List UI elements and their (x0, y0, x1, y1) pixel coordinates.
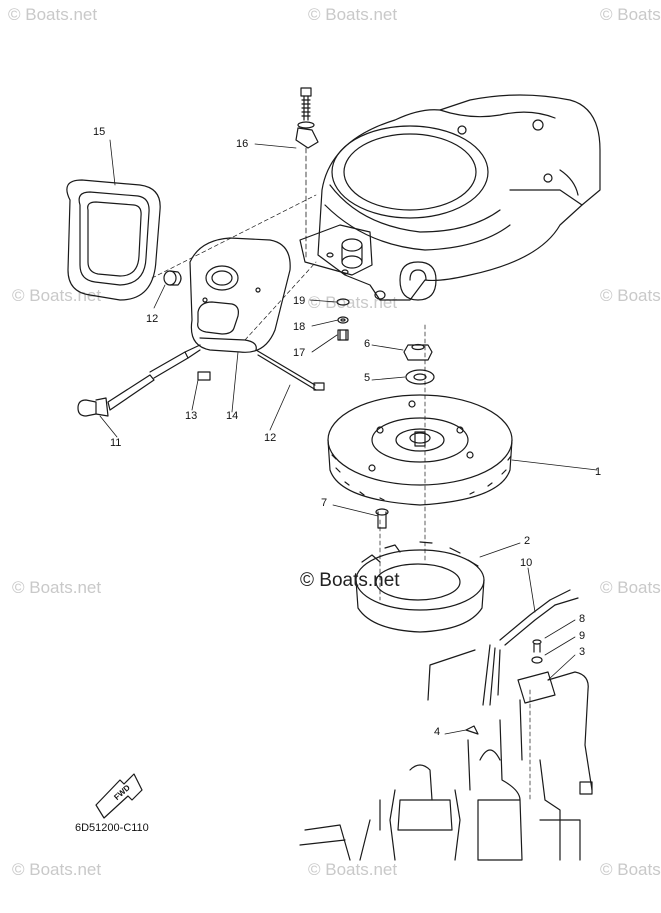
callout-8: 8 (579, 613, 586, 625)
watermark-bottom-center: © Boats.net (308, 860, 398, 879)
stop-switch-11 (77, 344, 201, 417)
watermark-bottom-left: © Boats.net (12, 860, 102, 879)
leader-lines (99, 139, 598, 735)
callout-17: 17 (293, 347, 306, 359)
watermark-mid-right: © Boats.net (600, 286, 661, 305)
alignment-lines (151, 194, 531, 801)
ring-15 (66, 179, 161, 301)
callout-4: 4 (434, 726, 441, 738)
callout-1: 1 (595, 466, 602, 478)
center-watermark: © Boats.net (300, 570, 400, 591)
fwd-arrow (95, 773, 143, 819)
cover-14 (189, 237, 291, 353)
watermark-top-right: © Boats.net (600, 5, 661, 24)
flywheel-1 (327, 394, 513, 506)
callout-14: 14 (226, 410, 239, 422)
bolt-16 (295, 87, 319, 261)
callout-12-lead: 12 (264, 432, 277, 444)
clip-13 (197, 371, 211, 381)
bolt-7 (375, 508, 389, 529)
lead-wire-10 (427, 589, 579, 706)
watermark-top-center: © Boats.net (308, 5, 398, 24)
callout-15: 15 (93, 126, 106, 138)
washer-5 (405, 369, 435, 385)
lead-wire-12 (255, 349, 325, 391)
diagram-code: 6D51200-C110 (75, 822, 149, 834)
watermark-low-right: © Boats.net (600, 578, 661, 597)
callout-2: 2 (524, 535, 531, 547)
callout-18: 18 (293, 321, 306, 333)
callout-13: 13 (185, 410, 198, 422)
callout-12-grommet: 12 (146, 313, 159, 325)
callout-11: 11 (110, 437, 122, 449)
pulser-coil-3 (517, 639, 593, 795)
watermark-bottom-right: © Boats.net (600, 860, 661, 879)
watermark-mid-left: © Boats.net (12, 286, 102, 305)
callout-19: 19 (293, 295, 306, 307)
fasteners-17-19 (336, 298, 350, 341)
callout-7: 7 (321, 497, 328, 509)
crankcase (299, 699, 581, 861)
starter-housing (299, 94, 601, 301)
watermark-low-left: © Boats.net (12, 578, 102, 597)
stator-2 (355, 541, 485, 633)
nut-6 (403, 343, 433, 361)
grommet-12 (163, 270, 182, 286)
callout-9: 9 (579, 630, 586, 642)
callout-5: 5 (364, 372, 371, 384)
watermark-top-left: © Boats.net (8, 5, 98, 24)
callout-3: 3 (579, 646, 586, 658)
screw-4 (465, 725, 479, 735)
callout-6: 6 (364, 338, 371, 350)
callout-10: 10 (520, 557, 533, 569)
callout-16: 16 (236, 138, 249, 150)
watermark-mid-center: © Boats.net (308, 293, 398, 312)
